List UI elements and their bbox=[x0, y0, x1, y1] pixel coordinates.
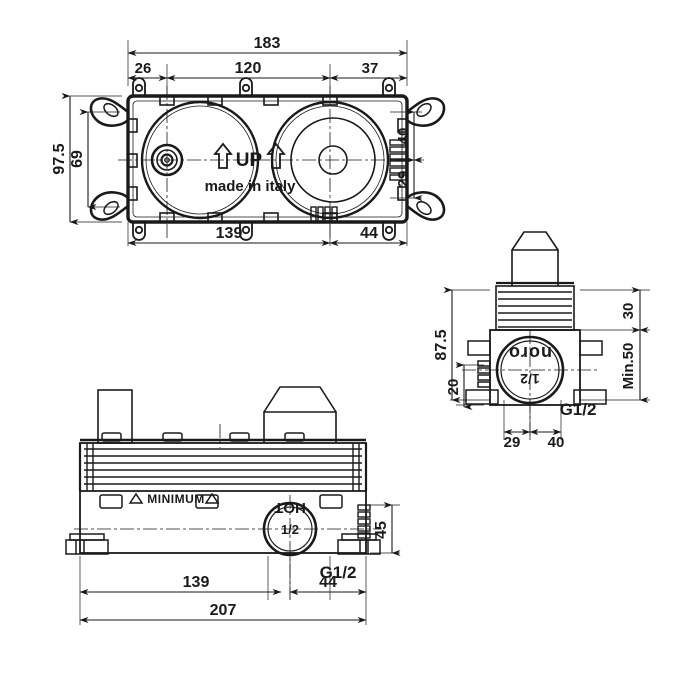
dimension-87-5: 87.5 bbox=[433, 286, 461, 404]
dimension-30: 30 bbox=[620, 286, 649, 334]
dimension-40-side: 40 bbox=[529, 428, 565, 451]
front-view-port-label: 1/2 bbox=[281, 522, 299, 537]
dimension-207-label: 207 bbox=[210, 602, 237, 619]
front-view-body bbox=[79, 386, 367, 554]
front-view-foot-group bbox=[65, 533, 381, 555]
dimension-20-label: 20 bbox=[445, 379, 462, 396]
dimension-207: 207 bbox=[79, 602, 367, 624]
right-ribbed-port bbox=[389, 139, 407, 181]
minimum-marking-group: MINIMUM bbox=[128, 492, 220, 506]
minimum-marker-right-icon bbox=[204, 492, 220, 504]
dimension-97-5: 97.5 bbox=[51, 92, 79, 226]
side-view-port-label: 1/2 bbox=[520, 371, 540, 387]
up-label: UP bbox=[236, 150, 263, 171]
top-plan-view: 183 26 120 37 97.5 69 40 29 bbox=[51, 35, 446, 247]
dimension-183-label: 183 bbox=[254, 35, 281, 52]
dimension-139-top-view: 139 bbox=[127, 225, 331, 247]
dimension-139-front: 139 bbox=[79, 574, 282, 596]
dimension-69-label: 69 bbox=[69, 150, 86, 168]
hot-label: HOT bbox=[274, 499, 306, 516]
bottom-ribbed-port bbox=[310, 206, 338, 222]
dimension-min-50: Min.50 bbox=[620, 326, 649, 404]
front-view-thread-label: G1/2 bbox=[320, 563, 357, 582]
front-view-centrelines bbox=[74, 424, 382, 600]
dimension-69: 69 bbox=[69, 108, 97, 211]
mounting-ear-top-left bbox=[89, 97, 130, 127]
dimension-30-label: 30 bbox=[620, 303, 637, 320]
dimension-44-top-view: 44 bbox=[329, 225, 408, 247]
made-in-italy-label: made in italy bbox=[205, 178, 297, 195]
dimension-29-side: 29 bbox=[503, 428, 531, 451]
top-view-centrelines bbox=[118, 86, 420, 238]
dimension-97-5-label: 97.5 bbox=[51, 143, 68, 174]
minimum-marker-left-icon bbox=[128, 492, 144, 504]
mounting-ear-top-right bbox=[405, 97, 446, 127]
mounting-ear-bottom-left bbox=[89, 191, 130, 221]
dimension-20: 20 bbox=[445, 361, 473, 411]
front-view-rib-group bbox=[78, 443, 368, 491]
dimension-44-front-label: 44 bbox=[319, 574, 337, 591]
up-marking-group: UP bbox=[213, 142, 286, 171]
up-arrow-left-icon bbox=[213, 142, 233, 169]
front-view-end-comb bbox=[86, 443, 360, 491]
front-view-clip-group bbox=[99, 432, 343, 509]
dimension-120-label: 120 bbox=[235, 60, 262, 77]
front-view-ribbed-port bbox=[357, 504, 371, 539]
front-elevation-view: 45 139 44 207 bbox=[65, 386, 401, 625]
dimension-139-label: 139 bbox=[216, 225, 243, 242]
side-view-brand-label: noro bbox=[508, 343, 552, 363]
dimension-26-label: 26 bbox=[135, 60, 152, 77]
mounting-ear-bottom-right bbox=[405, 191, 446, 221]
dimension-29-side-label: 29 bbox=[504, 434, 521, 451]
side-view-thread-label: G1/2 bbox=[560, 400, 597, 419]
dimension-87-5-label: 87.5 bbox=[433, 329, 450, 360]
dimension-183: 183 bbox=[127, 35, 408, 57]
dimension-37-label: 37 bbox=[362, 60, 379, 77]
dimension-139-front-label: 139 bbox=[183, 574, 210, 591]
dimension-44-front: 44 bbox=[289, 574, 367, 596]
dimension-44-label: 44 bbox=[360, 225, 378, 242]
dimension-45: 45 bbox=[373, 501, 401, 557]
screw-lug-group bbox=[132, 77, 396, 241]
dimension-min-50-label: Min.50 bbox=[620, 343, 637, 390]
dimension-45-label: 45 bbox=[373, 521, 390, 539]
side-view-port-group bbox=[465, 340, 607, 405]
side-view-rib-group bbox=[498, 291, 572, 328]
up-arrow-right-icon bbox=[266, 142, 286, 169]
mounting-ear-group bbox=[89, 97, 446, 221]
side-view-centrelines bbox=[462, 330, 600, 440]
minimum-label: MINIMUM bbox=[147, 492, 205, 506]
right-side-view: 87.5 20 30 Min.50 29 40 bbox=[433, 231, 650, 451]
dimension-40-side-label: 40 bbox=[548, 434, 565, 451]
